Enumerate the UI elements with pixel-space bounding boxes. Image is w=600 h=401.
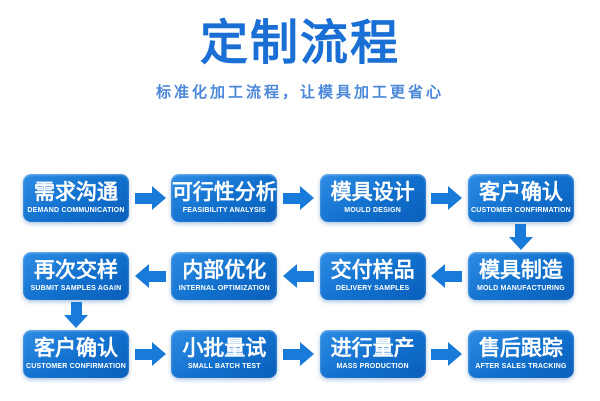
step-submit-samples-again: 再次交样 SUBMIT SAMPLES AGAIN [23,252,129,300]
step-label-zh: 客户确认 [478,181,563,204]
arrow-left-icon [282,264,314,288]
step-label-zh: 可行性分析 [171,181,277,204]
step-label-zh: 进行量产 [330,337,415,360]
step-small-batch-test: 小批量试 SMALL BATCH TEST [171,330,278,378]
step-label-zh: 内部优化 [182,259,267,282]
step-mass-production: 进行量产 MASS PRODUCTION [319,330,426,378]
page-subtitle: 标准化加工流程，让模具加工更省心 [155,84,444,102]
step-label-zh: 小批量试 [182,337,267,360]
step-label-en: INTERNAL OPTIMIZATION [178,285,270,292]
step-label-en: AFTER SALES TRACKING [475,363,567,370]
connector-row-1 [23,222,574,252]
step-mould-design: 模具设计 MOULD DESIGN [319,174,426,222]
flow-row-2: 再次交样 SUBMIT SAMPLES AGAIN 内部优化 INTERNAL … [23,252,574,300]
flow-row-3: 客户确认 CUSTOMER CONFIRMATION 小批量试 SMALL BA… [23,330,574,378]
arrow-down-icon [508,224,533,250]
step-label-en: MASS PRODUCTION [336,363,409,370]
step-label-en: DELIVERY SAMPLES [335,285,410,292]
step-label-zh: 模具设计 [330,181,415,204]
step-label-zh: 售后跟踪 [478,337,563,360]
step-label-zh: 模具制造 [478,259,563,282]
flow-row-1: 需求沟通 DEMAND COMMUNICATION 可行性分析 FEASIBIL… [23,174,574,222]
arrow-left-icon [134,264,166,288]
arrow-down-icon [64,302,88,328]
step-demand-communication: 需求沟通 DEMAND COMMUNICATION [23,174,129,222]
step-label-zh: 需求沟通 [34,181,118,204]
arrow-right-icon [134,342,166,366]
step-label-en: DEMAND COMMUNICATION [27,207,125,214]
step-label-en: CUSTOMER CONFIRMATION [470,207,571,214]
step-after-sales-tracking: 售后跟踪 AFTER SALES TRACKING [467,330,574,378]
page-title: 定制流程 [199,17,400,70]
step-label-en: MOLD MANUFACTURING [476,285,565,292]
arrow-right-icon [431,342,463,366]
step-label-zh: 交付样品 [330,259,415,282]
step-feasibility-analysis: 可行性分析 FEASIBILITY ANALYSIS [171,174,278,222]
arrow-left-icon [431,264,463,288]
step-label-en: SUBMIT SAMPLES AGAIN [30,285,122,292]
step-label-en: SMALL BATCH TEST [187,363,261,370]
step-internal-optimization: 内部优化 INTERNAL OPTIMIZATION [171,252,278,300]
step-delivery-samples: 交付样品 DELIVERY SAMPLES [319,252,426,300]
arrow-right-icon [431,186,463,210]
connector-row-2 [23,300,574,330]
step-label-en: MOULD DESIGN [344,207,402,214]
arrow-right-icon [282,342,314,366]
step-label-zh: 再次交样 [34,259,118,282]
step-customer-confirmation: 客户确认 CUSTOMER CONFIRMATION [467,174,574,222]
step-label-en: FEASIBILITY ANALYSIS [182,207,266,214]
step-label-en: CUSTOMER CONFIRMATION [26,363,126,370]
step-mold-manufacturing: 模具制造 MOLD MANUFACTURING [467,252,574,300]
arrow-right-icon [134,186,166,210]
step-customer-confirmation-2: 客户确认 CUSTOMER CONFIRMATION [23,330,129,378]
step-label-zh: 客户确认 [34,337,118,360]
arrow-right-icon [282,186,314,210]
flowchart: 需求沟通 DEMAND COMMUNICATION 可行性分析 FEASIBIL… [23,174,574,378]
